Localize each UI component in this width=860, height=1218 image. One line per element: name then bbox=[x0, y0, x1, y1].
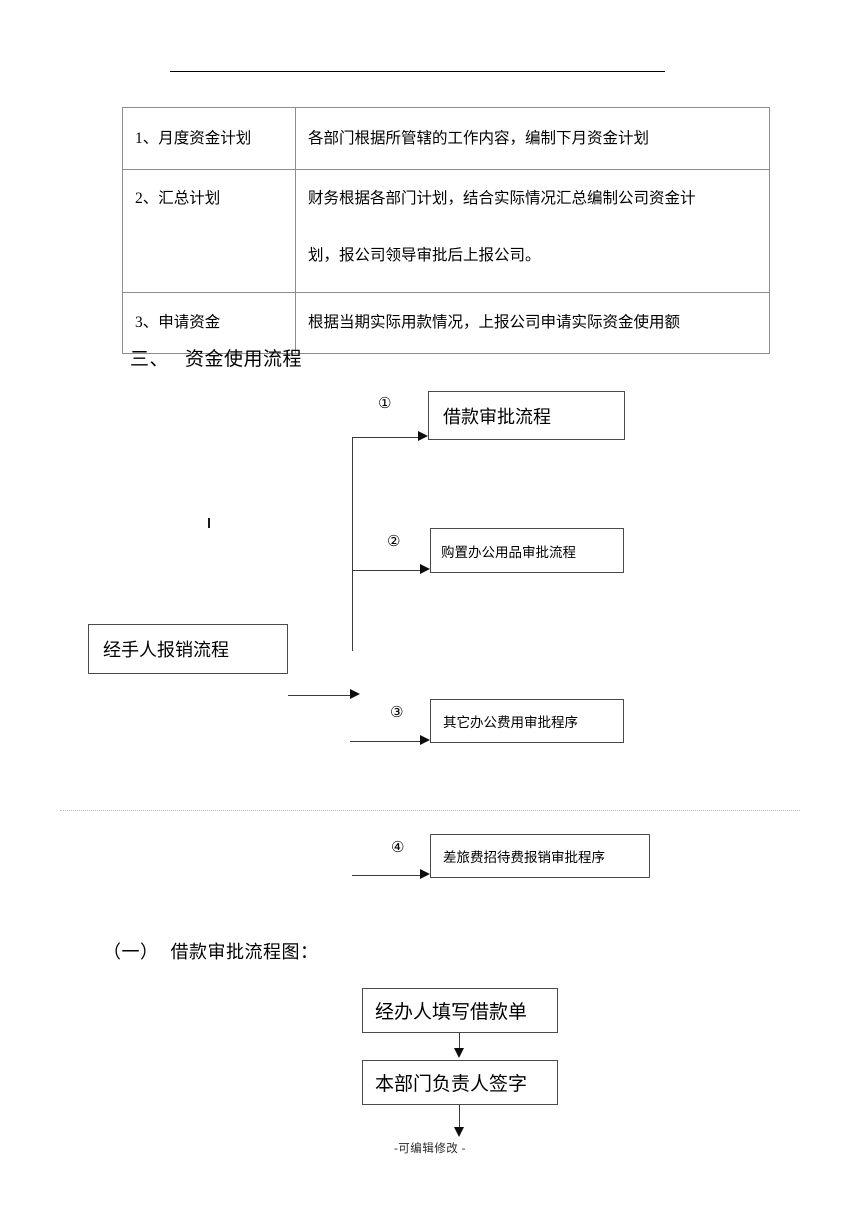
table-row: 2、汇总计划 财务根据各部门计划，结合实际情况汇总编制公司资金计 划，报公司领导… bbox=[122, 169, 770, 293]
flow-box-fill-loan-form-label: 经办人填写借款单 bbox=[375, 1002, 528, 1023]
section-heading-three: 三、资金使用流程 bbox=[130, 344, 302, 371]
table-row: 3、申请资金 根据当期实际用款情况，上报公司申请实际资金使用额 bbox=[122, 292, 770, 354]
table-row: 1、月度资金计划 各部门根据所管辖的工作内容，编制下月资金计划 bbox=[122, 107, 770, 170]
connector-branch-2 bbox=[352, 570, 420, 571]
connector-branch-4 bbox=[352, 875, 420, 876]
connector-source-stub bbox=[288, 695, 350, 696]
flow-box-source-label: 经手人报销流程 bbox=[103, 640, 229, 660]
connector-down-2 bbox=[459, 1105, 460, 1129]
flow-box-office-supplies: 购置办公用品审批流程 bbox=[430, 528, 624, 573]
flow-box-other-expense-label: 其它办公费用审批程序 bbox=[443, 715, 578, 730]
description-line-2: 划，报公司领导审批后上报公司。 bbox=[308, 247, 541, 265]
branch-marker-1: ① bbox=[378, 394, 392, 412]
table-cell-label: 3、申请资金 bbox=[122, 292, 296, 354]
table-cell-description: 根据当期实际用款情况，上报公司申请实际资金使用额 bbox=[295, 292, 770, 354]
subsection-number: （一） bbox=[103, 942, 159, 962]
arrow-right-icon bbox=[418, 431, 428, 441]
table-cell-description: 各部门根据所管辖的工作内容，编制下月资金计划 bbox=[295, 107, 770, 170]
flow-box-department-head-sign: 本部门负责人签字 bbox=[362, 1060, 558, 1105]
table-cell-description: 财务根据各部门计划，结合实际情况汇总编制公司资金计 划，报公司领导审批后上报公司… bbox=[295, 169, 770, 293]
table-cell-label: 2、汇总计划 bbox=[122, 169, 296, 293]
section-title: 资金使用流程 bbox=[185, 349, 303, 370]
arrow-right-icon bbox=[420, 564, 430, 574]
page-break-separator bbox=[60, 810, 800, 811]
arrow-right-icon bbox=[350, 689, 360, 699]
header-rule bbox=[170, 71, 665, 72]
flow-box-fill-loan-form: 经办人填写借款单 bbox=[362, 988, 558, 1033]
table-cell-label: 1、月度资金计划 bbox=[122, 107, 296, 170]
connector-branch-1 bbox=[352, 437, 418, 438]
branch-marker-4: ④ bbox=[391, 838, 405, 856]
flow-box-travel-expense-label: 差旅费招待费报销审批程序 bbox=[443, 850, 605, 865]
arrow-right-icon bbox=[420, 869, 430, 879]
flow-box-loan-approval-label: 借款审批流程 bbox=[443, 406, 551, 427]
flow-box-office-supplies-label: 购置办公用品审批流程 bbox=[441, 544, 576, 560]
flow-box-travel-expense: 差旅费招待费报销审批程序 bbox=[430, 834, 650, 878]
text-caret-artifact bbox=[208, 518, 210, 528]
flow-box-department-head-sign-label: 本部门负责人签字 bbox=[375, 1074, 528, 1095]
flow-box-loan-approval: 借款审批流程 bbox=[428, 391, 625, 440]
connector-trunk-vertical bbox=[352, 437, 353, 651]
page-footer: -可编辑修改 - bbox=[393, 1143, 467, 1155]
arrow-down-icon bbox=[454, 1048, 464, 1058]
arrow-right-icon bbox=[420, 735, 430, 745]
branch-marker-3: ③ bbox=[390, 703, 404, 721]
connector-branch-3 bbox=[350, 741, 420, 742]
flow-box-other-expense: 其它办公费用审批程序 bbox=[430, 699, 624, 743]
flow-box-source: 经手人报销流程 bbox=[88, 624, 288, 674]
description-line-1: 财务根据各部门计划，结合实际情况汇总编制公司资金计 bbox=[308, 190, 696, 207]
branch-marker-2: ② bbox=[387, 532, 401, 550]
connector-down-1 bbox=[459, 1033, 460, 1050]
arrow-down-icon bbox=[454, 1127, 464, 1137]
section-number: 三、 bbox=[130, 349, 170, 370]
subsection-heading-one: （一） 借款审批流程图： bbox=[103, 938, 319, 964]
subsection-title: 借款审批流程图： bbox=[170, 942, 319, 962]
fund-plan-table: 1、月度资金计划 各部门根据所管辖的工作内容，编制下月资金计划 2、汇总计划 财… bbox=[122, 107, 770, 354]
